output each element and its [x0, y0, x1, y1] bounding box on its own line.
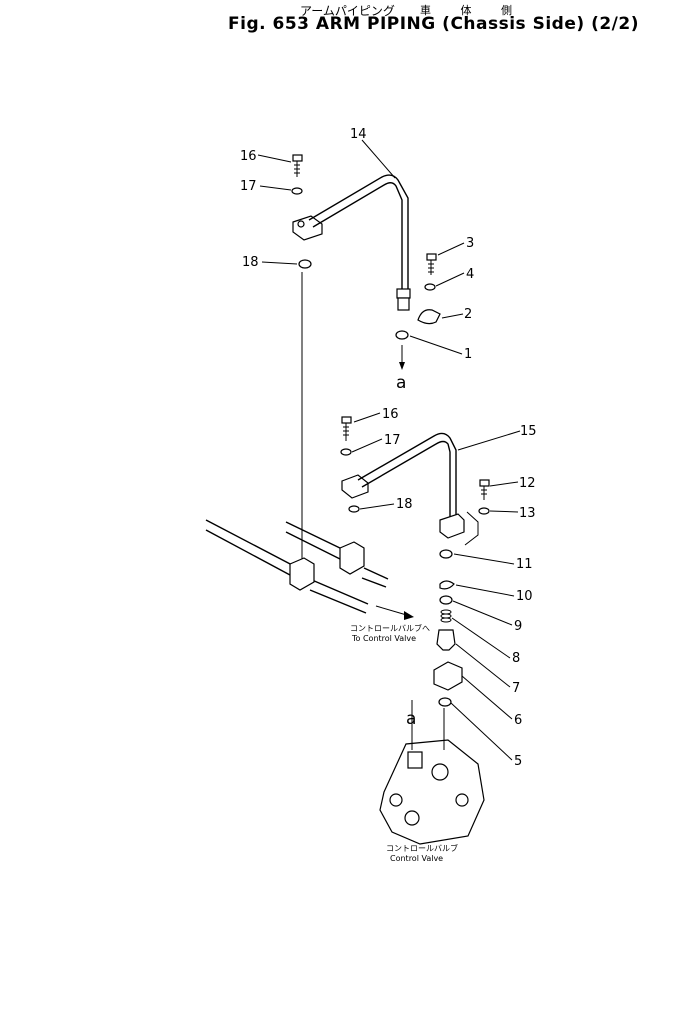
callout-7: 7	[512, 681, 520, 696]
bolt-12	[479, 479, 490, 500]
arm-hoses	[205, 519, 414, 620]
marker-a-lower: a	[406, 709, 416, 729]
marker-a-upper: a	[396, 373, 406, 393]
callout-4: 4	[466, 267, 474, 282]
pipe-15	[357, 432, 457, 520]
callout-6: 6	[514, 713, 522, 728]
bolt-16-upper	[292, 154, 303, 177]
callout-15: 15	[520, 424, 537, 439]
check-valve-7	[436, 629, 456, 651]
pipe-block-upper	[292, 215, 323, 241]
title-japanese-side: 車 体 側	[420, 4, 525, 17]
o-ring-18-lower	[348, 505, 360, 513]
o-ring-5	[438, 697, 452, 707]
callout-2: 2	[464, 307, 472, 322]
leader-lines	[257, 139, 521, 761]
o-ring-11	[439, 549, 453, 559]
spring-8	[440, 609, 452, 623]
caption-to-valve-jp: コントロールバルブへ	[350, 623, 430, 633]
figure-title: Fig. 653 ARM PIPING (Chassis Side) (2/2)	[228, 14, 639, 34]
callout-18-upper: 18	[242, 255, 259, 270]
o-ring-18-upper	[298, 259, 312, 269]
caption-to-valve-en: To Control Valve	[351, 634, 416, 643]
block-6	[433, 661, 463, 691]
o-ring-1	[395, 330, 409, 340]
callout-1: 1	[464, 347, 472, 362]
callout-13: 13	[519, 506, 536, 521]
clamp-2	[417, 309, 441, 325]
control-valve-body	[379, 700, 485, 845]
lower-pipe-assembly	[340, 416, 490, 707]
callout-5: 5	[514, 754, 522, 769]
callout-numbers: 16 17 14 18 3 4 2 1 16 17 15 18 12 13 11…	[240, 127, 537, 769]
pipe-block-lower	[341, 474, 369, 499]
figure-side: (Chassis Side)	[442, 14, 585, 34]
title-japanese: アームパイピング	[300, 4, 395, 18]
callout-10: 10	[516, 589, 533, 604]
callout-11: 11	[516, 557, 533, 572]
callout-8: 8	[512, 651, 520, 666]
callout-16-lower: 16	[382, 407, 399, 422]
washer-17-upper	[291, 187, 303, 195]
caption-valve-en: Control Valve	[390, 854, 443, 863]
figure-name: ARM PIPING	[315, 14, 436, 34]
callout-3: 3	[466, 236, 474, 251]
washer-17-lower	[340, 448, 352, 456]
bolt-3	[426, 253, 437, 275]
callout-9: 9	[514, 619, 522, 634]
callout-16-upper: 16	[240, 149, 257, 164]
washer-9	[439, 595, 453, 605]
pipe-14	[308, 174, 409, 290]
snap-ring-10	[439, 580, 455, 590]
captions: コントロールバルブへ To Control Valve コントロールバルブ Co…	[350, 623, 458, 863]
upper-pipe-assembly	[291, 154, 441, 560]
callout-18-lower: 18	[396, 497, 413, 512]
figure-number: Fig. 653	[228, 14, 310, 34]
washer-4	[424, 283, 436, 291]
callout-17-upper: 17	[240, 179, 257, 194]
callout-12: 12	[519, 476, 536, 491]
caption-valve-jp: コントロールバルブ	[386, 843, 458, 853]
bolt-16-lower	[341, 416, 352, 441]
callout-14: 14	[350, 127, 367, 142]
callout-17-lower: 17	[384, 433, 401, 448]
washer-13	[478, 507, 490, 515]
figure-page: (2/2)	[591, 14, 639, 34]
